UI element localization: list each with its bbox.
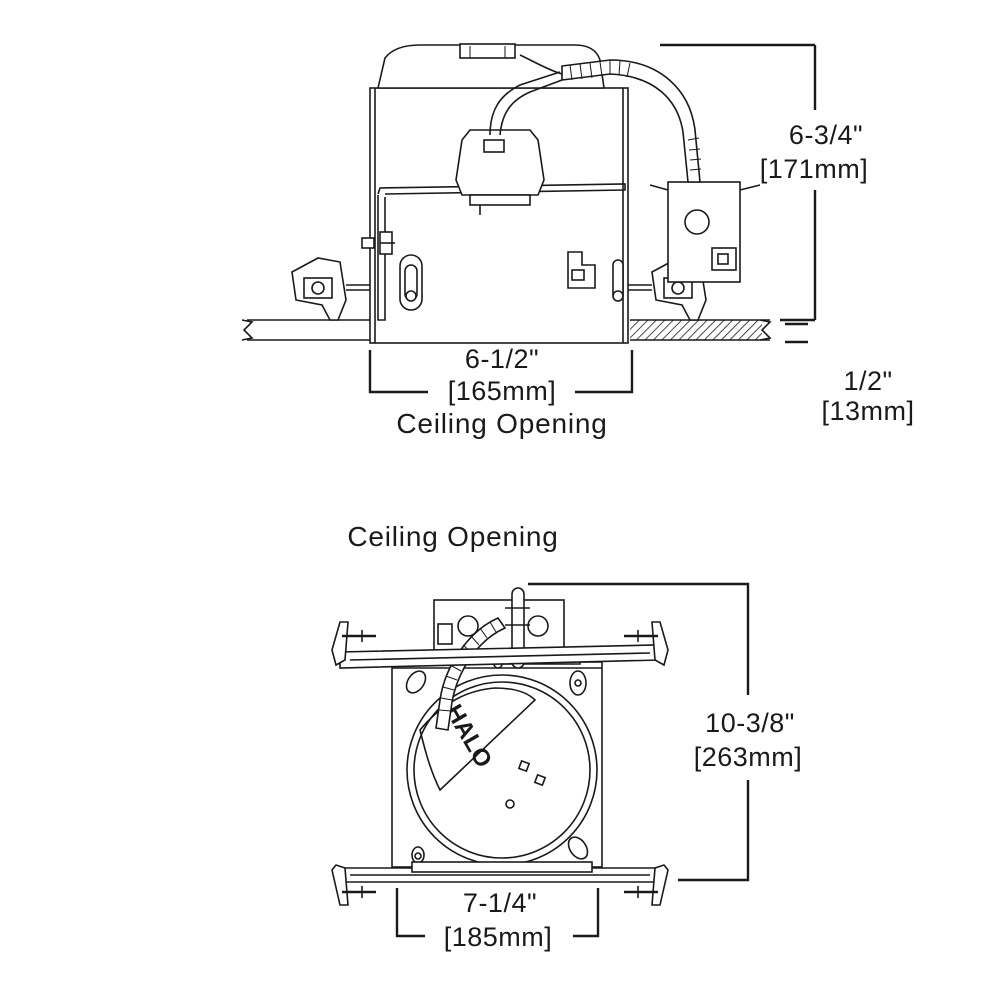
round-can: HALO (406, 674, 598, 866)
side-view: 6-3/4" [171mm] 1/2" [13mm] 6-1/2" [165mm… (241, 43, 914, 439)
width-dim-metric: [185mm] (444, 922, 553, 952)
ceiling-thickness-dimension-line (785, 322, 808, 344)
ceiling-drywall-left (241, 319, 370, 341)
height-dimension-line (660, 43, 817, 322)
mounting-bracket-left (291, 257, 370, 321)
top-view: Ceiling Opening HALO (331, 521, 803, 952)
hanger-bar-bottom (339, 861, 661, 883)
height-dim-metric: [171mm] (760, 154, 869, 184)
nail-bracket-top-right (624, 621, 669, 667)
nail-bracket-top-left (331, 621, 376, 667)
hanger-bar-top (339, 644, 662, 669)
nail-bracket-bottom-left (331, 864, 376, 906)
housing-can (361, 43, 629, 344)
flex-conduit (561, 59, 702, 183)
opening-dim-imperial: 6-1/2" (465, 344, 539, 374)
width-dim-imperial: 7-1/4" (463, 888, 537, 918)
top-view-caption: Ceiling Opening (347, 521, 558, 552)
length-dim-metric: [263mm] (694, 742, 803, 772)
ceiling-drywall-right (630, 319, 772, 341)
side-view-caption: Ceiling Opening (396, 408, 607, 439)
opening-dim-metric: [165mm] (448, 376, 557, 406)
top-flex-conduit (435, 617, 507, 731)
ceiling-dim-metric: [13mm] (821, 396, 914, 426)
ceiling-dim-imperial: 1/2" (843, 366, 892, 396)
nail-bracket-bottom-right (624, 864, 669, 906)
junction-box (649, 181, 761, 283)
length-dimension-line (528, 582, 750, 882)
width-dimension-line (395, 888, 600, 938)
length-dim-imperial: 10-3/8" (705, 708, 795, 738)
opening-dimension-line (368, 350, 634, 394)
height-dim-imperial: 6-3/4" (789, 120, 863, 150)
